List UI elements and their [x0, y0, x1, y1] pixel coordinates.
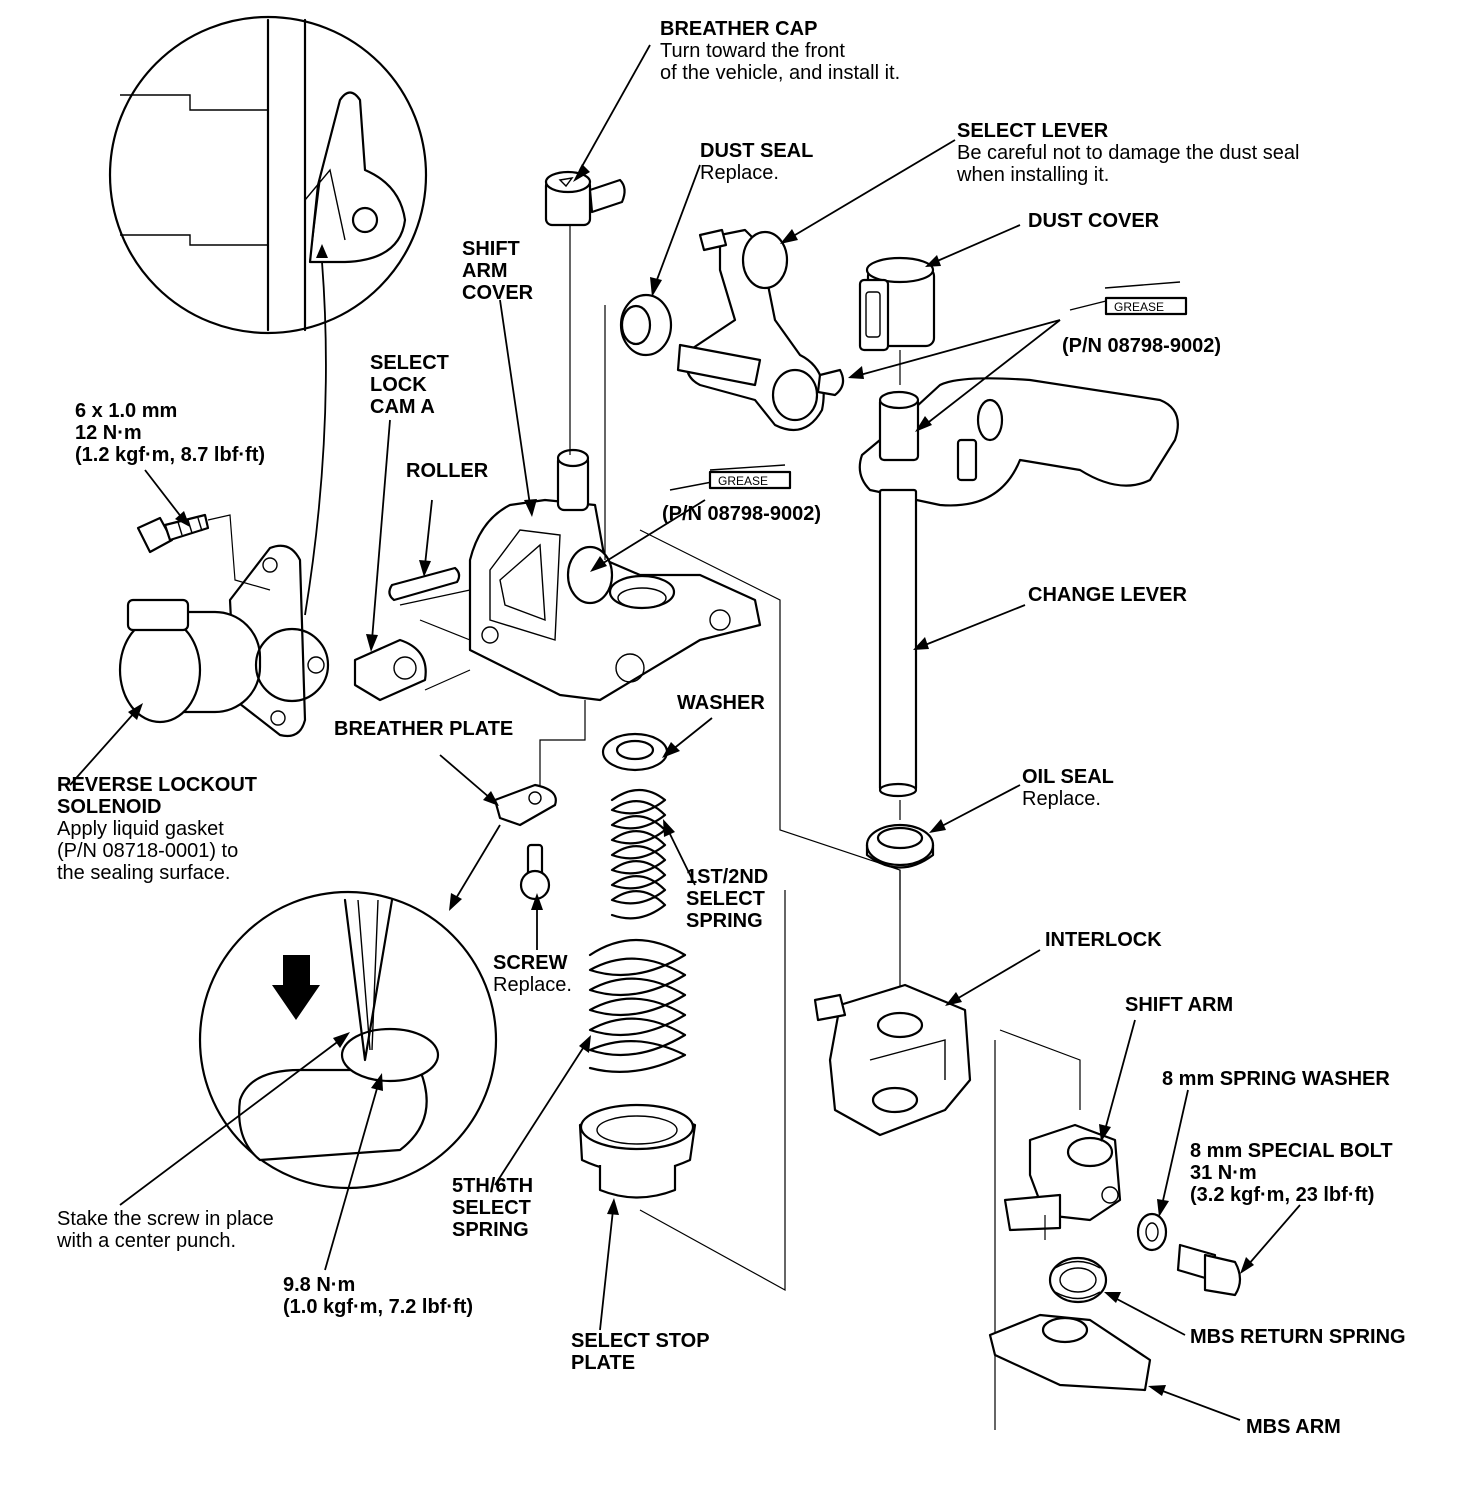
reverse-lockout-solenoid — [118, 544, 330, 738]
grease-tube-icon-mid: GREASE — [669, 464, 792, 491]
label-mbs-arm: MBS ARM — [1246, 1416, 1341, 1438]
select-spring-5th-6th — [588, 939, 687, 1073]
label-washer: WASHER — [677, 692, 765, 714]
shift-arm — [1003, 1123, 1122, 1232]
oil-seal — [865, 823, 935, 869]
spring-washer — [1136, 1212, 1168, 1252]
label-bolt-spec: 6 x 1.0 mm 12 N·m (1.2 kgf·m, 8.7 lbf·ft… — [75, 400, 266, 466]
special-bolt — [1176, 1243, 1242, 1297]
screw — [519, 843, 551, 901]
label-dust-seal: DUST SEAL Replace. — [700, 140, 814, 184]
label-interlock: INTERLOCK — [1045, 929, 1162, 951]
detail-leader-arrow — [304, 261, 327, 616]
select-lock-cam-a — [353, 638, 427, 702]
grease-tube-icon-top: GREASE — [1069, 281, 1188, 316]
label-select-spring-1-2: 1ST/2ND SELECT SPRING — [686, 866, 769, 932]
label-spring-washer: 8 mm SPRING WASHER — [1162, 1068, 1390, 1090]
label-change-lever: CHANGE LEVER — [1028, 584, 1187, 606]
staking-detail-circle — [198, 890, 498, 1190]
solenoid-bolt — [136, 513, 271, 591]
label-breather-cap: BREATHER CAP Turn toward the front of th… — [660, 18, 901, 84]
grease-label-mid: GREASE — [718, 474, 768, 488]
select-stop-plate — [578, 1103, 697, 1199]
label-grease-pn-top: (P/N 08798-9002) — [1062, 335, 1221, 357]
label-special-bolt: 8 mm SPECIAL BOLT 31 N·m (3.2 kgf·m, 23 … — [1190, 1140, 1393, 1206]
label-roller: ROLLER — [406, 460, 489, 482]
shift-arm-cover — [468, 448, 762, 702]
mbs-arm — [988, 1313, 1152, 1392]
label-screw-torque: 9.8 N·m (1.0 kgf·m, 7.2 lbf·ft) — [283, 1274, 474, 1318]
washer — [601, 732, 669, 772]
label-grease-pn-mid: (P/N 08798-9002) — [662, 503, 821, 525]
breather-cap — [544, 170, 626, 227]
label-select-spring-5-6: 5TH/6TH SELECT SPRING — [452, 1175, 534, 1241]
leader-lines — [69, 44, 1301, 1421]
select-spring-1st-2nd — [610, 788, 667, 920]
label-select-lever: SELECT LEVER Be careful not to damage th… — [957, 120, 1300, 186]
down-arrow-icon — [272, 955, 320, 1020]
label-screw: SCREW Replace. — [493, 952, 572, 996]
solenoid-detail-circle — [108, 15, 428, 335]
dust-cover — [858, 256, 936, 352]
label-breather-plate: BREATHER PLATE — [334, 718, 514, 740]
label-stake-note: Stake the screw in place with a center p… — [57, 1208, 274, 1252]
label-shift-arm-cover: SHIFT ARM COVER — [462, 238, 534, 304]
dust-seal — [619, 293, 673, 357]
grease-label-top: GREASE — [1114, 300, 1164, 314]
interlock — [813, 983, 972, 1137]
breather-plate — [493, 783, 557, 827]
label-reverse-lockout-solenoid: REVERSE LOCKOUT SOLENOID Apply liquid ga… — [57, 774, 258, 884]
label-select-lock-cam-a: SELECT LOCK CAM A — [370, 352, 449, 418]
label-mbs-return-spring: MBS RETURN SPRING — [1190, 1326, 1406, 1348]
select-lever — [676, 228, 845, 432]
mbs-return-spring — [1048, 1256, 1108, 1304]
label-dust-cover: DUST COVER — [1028, 210, 1160, 232]
label-oil-seal: OIL SEAL Replace. — [1022, 766, 1114, 810]
change-lever — [858, 377, 1179, 798]
label-shift-arm: SHIFT ARM — [1125, 994, 1234, 1016]
label-select-stop-plate: SELECT STOP PLATE — [571, 1330, 710, 1374]
roller-pin — [388, 566, 461, 602]
